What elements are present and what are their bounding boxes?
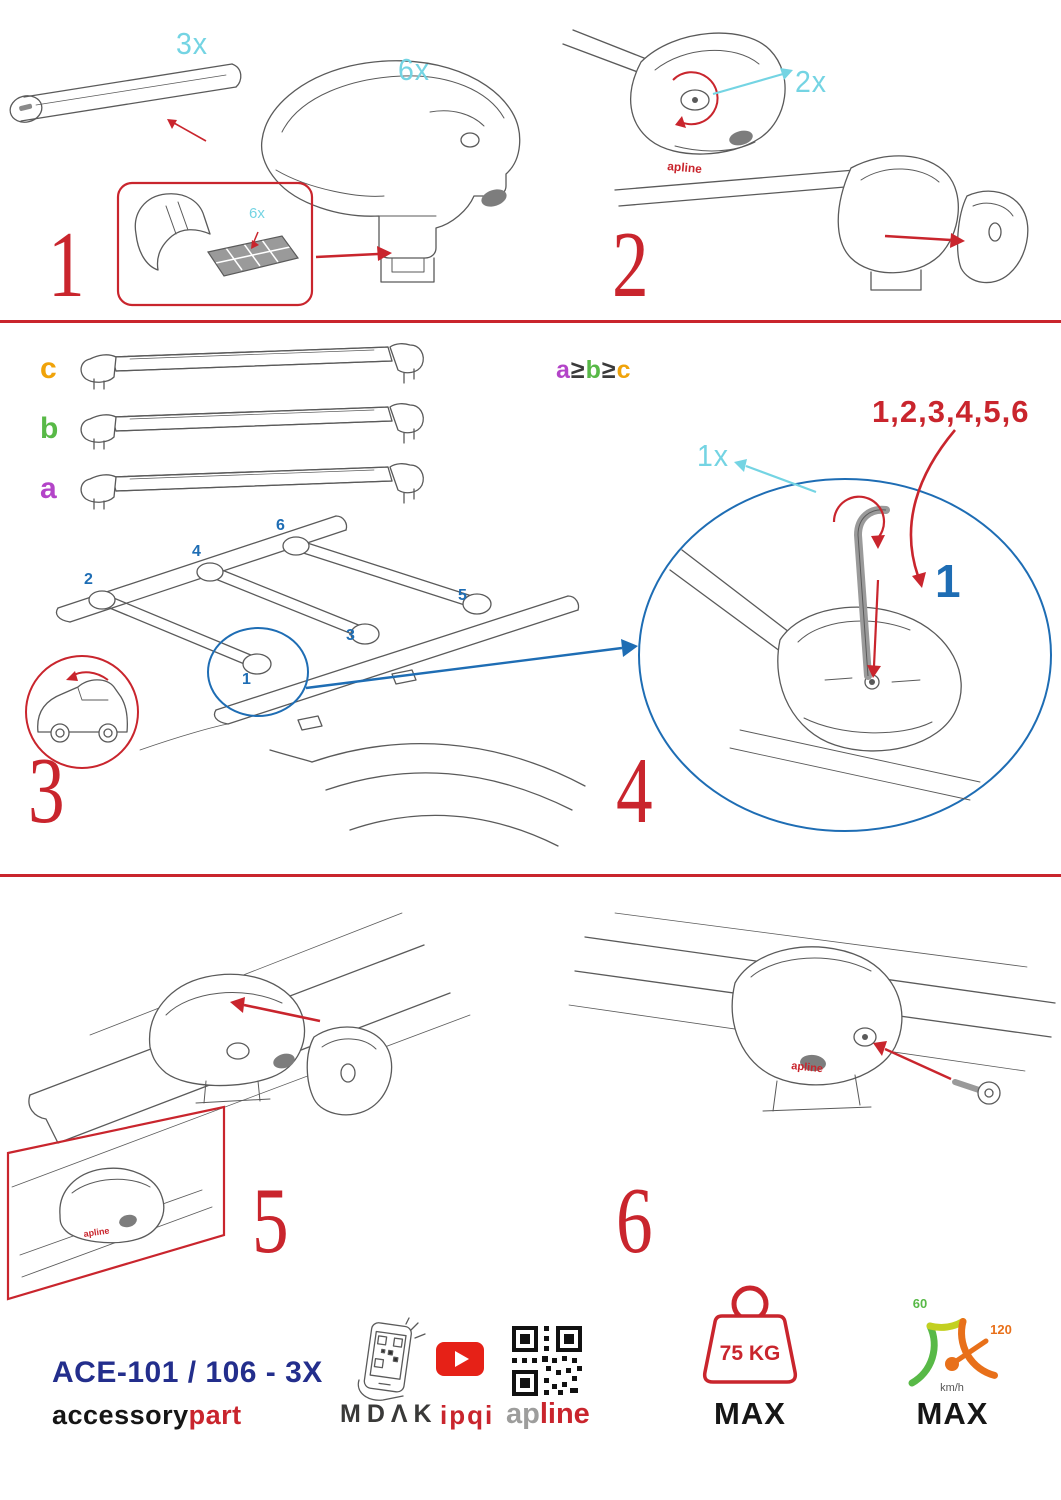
size-rule: a≥b≥c: [556, 356, 632, 385]
foot-endcap-drawing: [614, 155, 1029, 291]
apline-red: line: [539, 1398, 590, 1430]
position-label-3: 3: [346, 627, 355, 644]
lock-quantity-label: 2x: [795, 64, 827, 99]
weight-max-label: MAX: [714, 1396, 786, 1431]
phone-qr-icon: [357, 1317, 426, 1401]
brand-on-foot: apline: [667, 159, 703, 176]
foot-drawing: [260, 60, 521, 283]
bar-quantity-label: 3x: [176, 26, 208, 61]
foot1-highlight-circle: [207, 627, 309, 717]
arrow-tool-qty: [734, 459, 817, 494]
bar-b: [80, 403, 424, 450]
arrow-to-detail: [305, 639, 638, 690]
accessorypart-logo: accessorypart: [52, 1400, 242, 1431]
speed-min-label: 60: [913, 1296, 927, 1311]
position-highlight: 1: [935, 555, 961, 607]
accessorypart-black: accessory: [52, 1400, 189, 1430]
arrow-to-lock-qty: [712, 68, 793, 96]
apline-logo: apline: [506, 1398, 590, 1431]
weight-limit-value: 75 KG: [720, 1342, 781, 1365]
bar-label-b: b: [40, 412, 59, 445]
arrow-cap-slide: [884, 233, 965, 248]
key-drawing: [952, 1079, 1001, 1105]
bar-c: [80, 343, 424, 390]
foot-inset: apline: [6, 1105, 226, 1301]
position-label-4: 4: [192, 543, 201, 560]
tighten-sequence: 1,2,3,4,5,6: [872, 394, 1030, 429]
foot-lock-drawing: [562, 29, 786, 155]
locked-foot-drawing: [731, 946, 903, 1112]
step4-detail-drawing: [638, 429, 1052, 832]
detail-circle: [638, 478, 1052, 832]
position-label-6: 6: [276, 517, 285, 534]
pad-inset: [116, 181, 314, 307]
step2-number: 2: [612, 213, 649, 317]
product-model: ACE-101 / 106 - 3X: [52, 1356, 323, 1389]
position-label-2: 2: [84, 571, 93, 588]
arrow-key-to-bolt: [867, 579, 881, 678]
section-divider-1: [0, 320, 1061, 323]
crossbar-drawing: [9, 63, 242, 123]
ipqi-logo: ipqi: [440, 1400, 495, 1430]
rule-b: b: [585, 356, 602, 384]
arrow-rotate-key: [832, 495, 886, 549]
bar-label-c: c: [40, 352, 57, 385]
foot-on-rail-drawing: [148, 973, 306, 1104]
step5-drawing: apline: [6, 912, 471, 1301]
step1-number: 1: [48, 213, 85, 317]
arrow-red-to-bar: [167, 119, 207, 142]
arrow-inset-to-foot: [315, 246, 392, 261]
pad-grid: [207, 235, 300, 277]
car-direction-inset: [25, 655, 139, 769]
step6-number: 6: [616, 1169, 653, 1273]
position-label-1: 1: [242, 671, 251, 688]
arrow-sequence-curve: [909, 429, 956, 588]
step2-drawing: apline: [562, 29, 1029, 291]
speed-max-value: 120: [990, 1322, 1012, 1337]
roof-overview-drawing: 1 2 3 4 5 6: [25, 515, 638, 847]
youtube-icon: [436, 1342, 484, 1376]
rule-a: a: [556, 356, 571, 384]
position-label-5: 5: [458, 587, 467, 604]
pad-quantity-label: 6x: [249, 205, 265, 222]
mounted-crossbars: [88, 536, 492, 731]
weight-icon: 75 KG: [702, 1285, 798, 1384]
tool-quantity-label: 1x: [697, 438, 729, 473]
brand-on-locked-foot: apline: [791, 1060, 824, 1075]
brand-on-inset-foot: apline: [83, 1225, 110, 1239]
windshield-lines: [139, 723, 586, 847]
apline-gray: ap: [506, 1398, 540, 1430]
accessorypart-red: part: [188, 1400, 242, 1430]
arrow-key-to-keyhole: [873, 1041, 952, 1081]
step1-drawing: [9, 60, 521, 307]
rule-c: c: [616, 356, 632, 384]
step4-number: 4: [616, 739, 653, 843]
step3-number: 3: [28, 739, 65, 843]
rule-geq-2: ≥: [601, 356, 617, 384]
speed-max-label: MAX: [916, 1396, 989, 1431]
bar-label-a: a: [40, 472, 57, 505]
speed-unit-label: km/h: [940, 1382, 964, 1394]
step5-number: 5: [252, 1169, 289, 1273]
lever-piece-drawing: [306, 1026, 393, 1116]
foot-topview-drawing: [669, 549, 981, 801]
step6-drawing: apline: [568, 912, 1056, 1112]
mdak-logo: MDΛK: [340, 1400, 438, 1428]
foot-quantity-label: 6x: [398, 52, 430, 87]
section-divider-2: [0, 874, 1061, 877]
arrow-lever-slide: [230, 997, 321, 1023]
rule-geq-1: ≥: [570, 356, 586, 384]
qr-code-icon: [512, 1326, 582, 1396]
speedometer-icon: 60 120 km/h: [908, 1296, 1012, 1394]
